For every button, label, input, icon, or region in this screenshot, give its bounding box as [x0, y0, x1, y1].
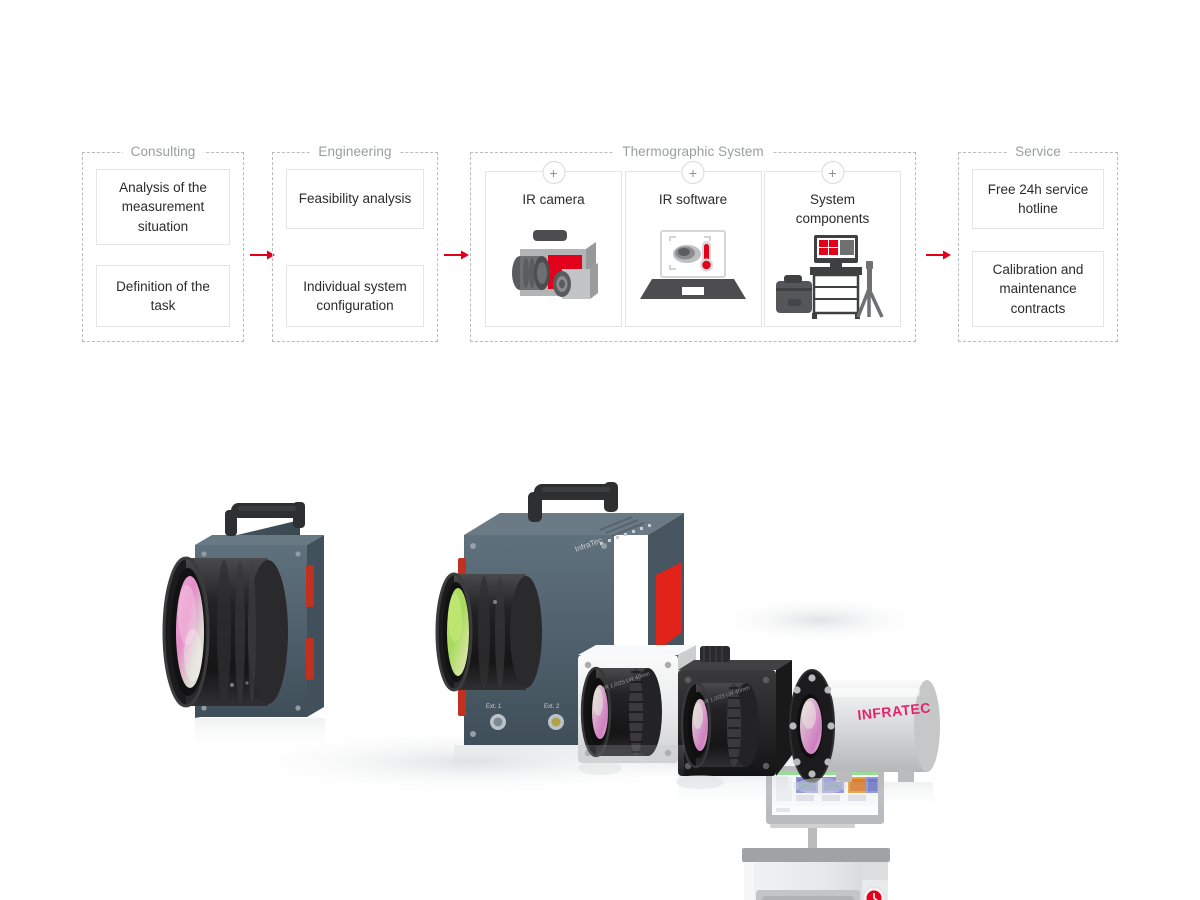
camera-large-left — [162, 502, 324, 718]
group-title-thermographic-system: Thermographic System — [614, 144, 772, 159]
card-label: Feasibility analysis — [298, 191, 412, 207]
product-photo-illustration: InfraTec — [162, 482, 940, 900]
svg-text:Ext. 2: Ext. 2 — [544, 704, 560, 710]
group-service: Service Free 24h service hotline Calibra… — [958, 144, 1118, 342]
card-analysis-of-measurement-situation[interactable]: Analysis of the measurement situation — [96, 169, 230, 245]
system-components-icon — [773, 232, 892, 320]
plus-icon[interactable]: + — [681, 161, 705, 184]
card-ir-camera[interactable]: + IR camera — [485, 161, 622, 327]
camera-small-black: IR 1,0/25 LW 40mm — [678, 646, 792, 776]
plus-glyph: + — [688, 164, 698, 181]
card-individual-system-configuration[interactable]: Individual system configuration — [286, 265, 424, 327]
card-definition-of-task[interactable]: Definition of the task — [96, 265, 230, 327]
arrow-engineering-to-system — [444, 250, 469, 260]
plus-glyph: + — [549, 164, 558, 181]
group-title-engineering: Engineering — [310, 144, 400, 159]
card-label: Analysis of the measurement situation — [119, 180, 207, 234]
card-feasibility-analysis[interactable]: Feasibility analysis — [286, 169, 424, 229]
group-thermographic-system: Thermographic System + IR camera — [470, 144, 916, 342]
card-system-components[interactable]: + System components — [764, 161, 901, 327]
arrow-system-to-service — [926, 250, 951, 260]
camera-large-right: InfraTec — [435, 482, 684, 745]
product-photo: InfraTec — [0, 370, 1200, 900]
card-ir-software[interactable]: + IR software — [624, 161, 762, 327]
group-consulting: Consulting Analysis of the measurement s… — [82, 144, 244, 342]
camera-tube-infratec: INFRATEC — [789, 669, 940, 783]
plus-glyph: + — [828, 164, 837, 181]
ir-camera-icon — [494, 213, 613, 320]
plus-icon[interactable]: + — [821, 161, 844, 184]
group-engineering: Engineering Feasibility analysis Individ… — [272, 144, 438, 342]
ir-software-icon — [634, 213, 753, 320]
arrow-consulting-to-engineering — [250, 250, 275, 260]
svg-text:INFRATEC: INFRATEC — [857, 699, 932, 723]
plus-icon[interactable]: + — [542, 161, 565, 184]
card-label: IR camera — [522, 192, 585, 207]
svg-text:Ext. 1: Ext. 1 — [486, 704, 502, 710]
card-calibration-maintenance-contracts[interactable]: Calibration and maintenance contracts — [972, 251, 1104, 327]
process-diagram: Consulting Analysis of the measurement s… — [0, 0, 1200, 370]
group-title-consulting: Consulting — [122, 144, 204, 159]
group-title-service: Service — [1007, 144, 1069, 159]
card-label: Calibration and maintenance contracts — [992, 262, 1084, 316]
card-label: Definition of the task — [116, 278, 210, 313]
card-label: System components — [795, 192, 870, 227]
card-free-24h-service-hotline[interactable]: Free 24h service hotline — [972, 169, 1104, 229]
card-label: Free 24h service hotline — [987, 181, 1089, 216]
card-label: IR software — [658, 192, 728, 207]
card-label: Individual system configuration — [303, 278, 407, 313]
